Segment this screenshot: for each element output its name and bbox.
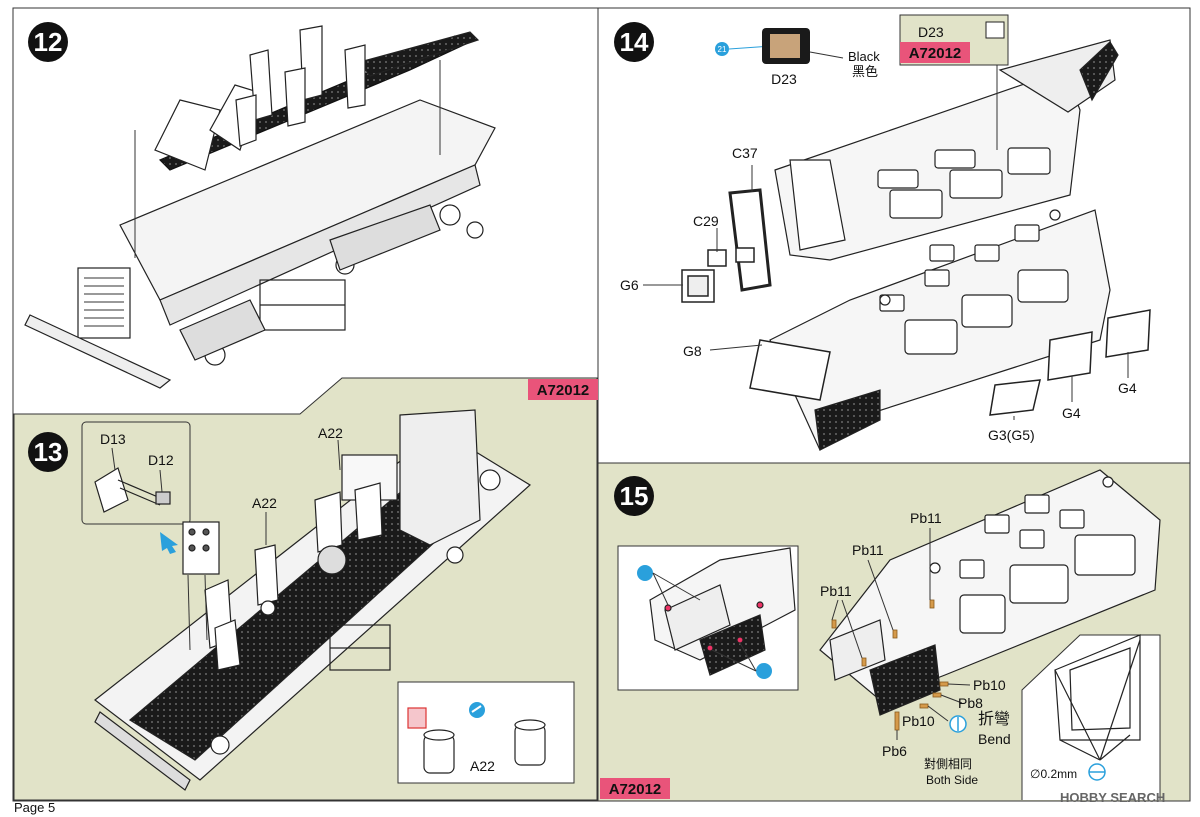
label-pb11-mid: Pb11 [852, 542, 884, 558]
step12-hull-drawing [24, 25, 496, 389]
paint-color-en: Black [848, 49, 880, 64]
step15: 15 [600, 469, 1161, 800]
label-pb6: Pb6 [882, 743, 907, 759]
step15-leaders [831, 528, 971, 740]
step13-hull-drawing [94, 409, 532, 791]
watermark: HOBBY SEARCH [1060, 790, 1165, 805]
step13-leaders [187, 439, 341, 651]
wire-detail-inset [1021, 634, 1161, 800]
wire-detail-drawing [1054, 634, 1141, 761]
paint-color-zh: 黑色 [852, 64, 878, 79]
label-a22-top: A22 [318, 425, 343, 441]
label-pb8: Pb8 [958, 695, 983, 711]
page-label: Page 5 [14, 800, 55, 815]
step15-badge-text: A72012 [609, 781, 662, 798]
label-pb10-lower: Pb10 [902, 713, 935, 729]
step14-number-circle [614, 22, 654, 62]
d13-part-drawing [94, 467, 171, 513]
label-wire-diameter: ∅0.2mm [1030, 767, 1077, 781]
cement-icon [469, 702, 485, 718]
step14-lower-hull-drawing [769, 209, 1111, 452]
label-a22-inset: A22 [470, 758, 495, 774]
label-pb11-right: Pb11 [910, 510, 942, 526]
step13: 13 D13 D12 [28, 409, 575, 791]
ammo-box-drawing [182, 521, 220, 575]
label-both-side-zh: 對側相同 [924, 757, 972, 771]
step15-number-circle [614, 476, 654, 516]
paint-callout-number: 21 [718, 45, 727, 54]
cement-icon-lower [756, 663, 772, 679]
label-d12: D12 [148, 452, 174, 468]
label-d13: D13 [100, 431, 126, 447]
label-c29: C29 [693, 213, 719, 229]
label-a22-left: A22 [252, 495, 277, 511]
label-g4-mid: G4 [1062, 405, 1081, 421]
inset-part-d23: D23 [918, 24, 944, 40]
photo-etch-parts [831, 599, 949, 731]
step12-leaders [134, 60, 441, 258]
step12: 12 [24, 22, 598, 400]
d13-inset [81, 421, 191, 525]
label-g3-g5: G3(G5) [988, 427, 1035, 443]
step12-badge [528, 379, 598, 400]
step13-number-circle [28, 432, 68, 472]
label-both-side-en: Both Side [926, 773, 978, 787]
paint-callout-circle [715, 42, 729, 56]
step14-upper-hull-drawing [774, 39, 1119, 261]
label-g8: G8 [683, 343, 702, 359]
label-g4-right: G4 [1118, 380, 1137, 396]
label-bend-zh: 折彎 [978, 710, 1010, 728]
step13-number: 13 [34, 437, 63, 467]
step14-badge-text: A72012 [909, 45, 962, 62]
paint-callout-part: D23 [771, 71, 797, 87]
step15-inset-drawing [649, 547, 796, 676]
insert-arrow-icon [160, 532, 178, 554]
step14-badge [900, 42, 970, 63]
a22-part-drawing [407, 707, 546, 774]
step15-number: 15 [620, 481, 649, 511]
step12-number: 12 [34, 27, 63, 57]
step15-hull-drawing [819, 469, 1161, 716]
c37-door-drawing [681, 188, 772, 303]
label-g6: G6 [620, 277, 639, 293]
step14: 14 21 D23 Black 黑色 D23 A72012 [614, 21, 1151, 452]
glass-panes [749, 309, 1151, 416]
step12-number-circle [28, 22, 68, 62]
cement-icon-upper [637, 565, 653, 581]
label-pb11-left: Pb11 [820, 583, 852, 599]
label-c37: C37 [732, 145, 758, 161]
step15-badge [600, 778, 670, 799]
step12-badge-text: A72012 [537, 382, 590, 399]
step14-number: 14 [620, 27, 649, 57]
label-bend-en: Bend [978, 731, 1011, 747]
step14-leaders [643, 65, 1129, 420]
label-pb10-upper: Pb10 [973, 677, 1006, 693]
